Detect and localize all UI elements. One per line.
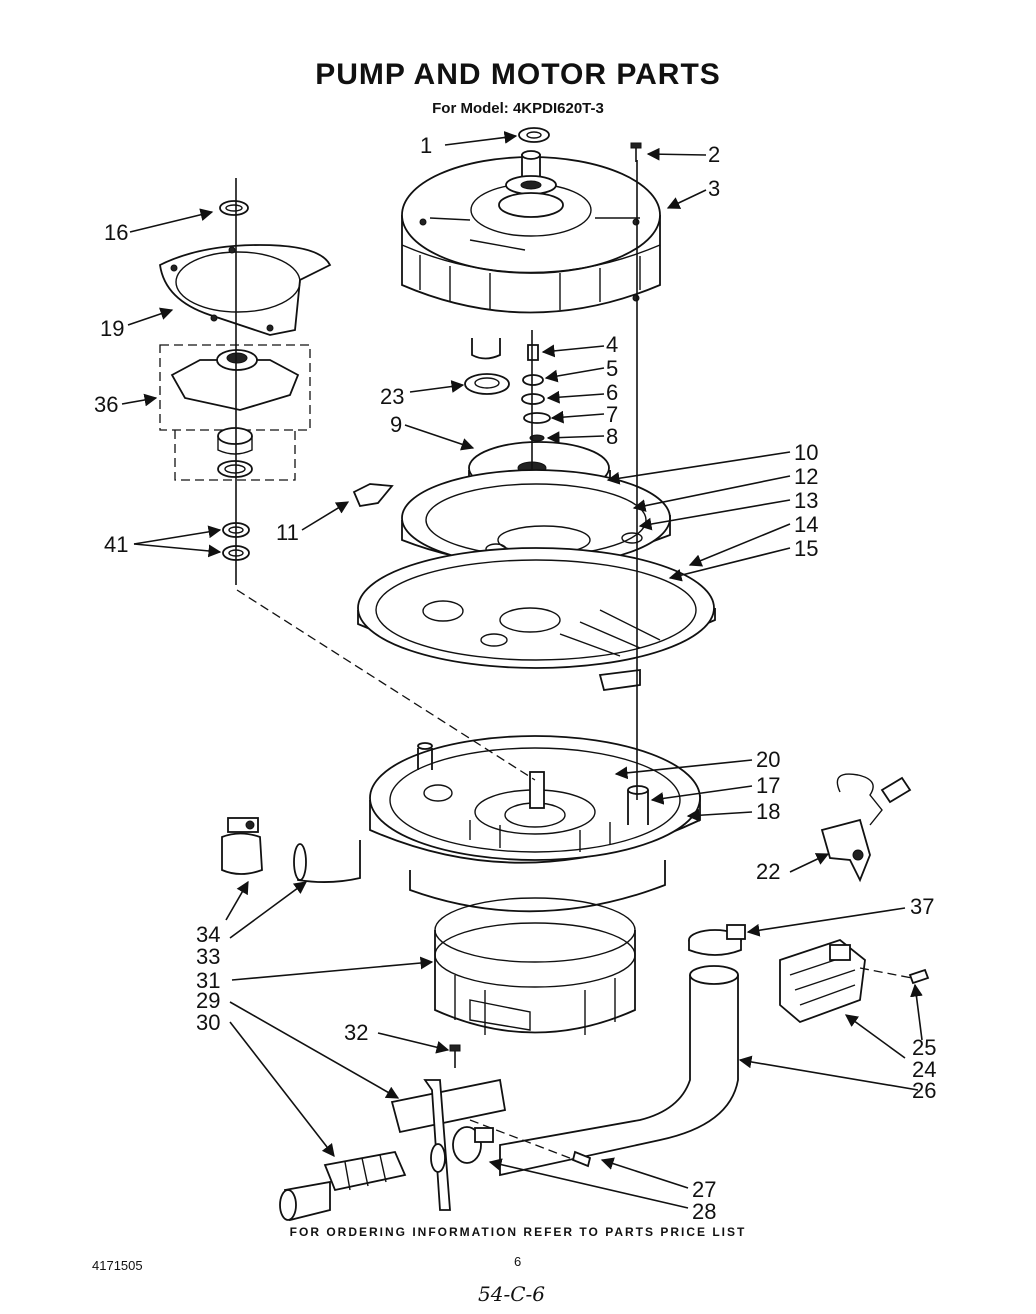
lower-housing-parts-17-18-20 bbox=[369, 735, 701, 864]
document-number: 4171505 bbox=[92, 1258, 143, 1273]
callout-13: 13 bbox=[794, 488, 818, 513]
inlet-tube-part-33 bbox=[293, 840, 361, 883]
callout-25: 25 bbox=[912, 1035, 936, 1060]
callout-28: 28 bbox=[692, 1199, 716, 1224]
callout-7: 7 bbox=[606, 402, 618, 427]
seal-part-23 bbox=[464, 373, 510, 395]
screw-dashline bbox=[469, 1119, 576, 1161]
callout-37: 37 bbox=[910, 894, 934, 919]
callout-5: 5 bbox=[606, 356, 618, 381]
gasket-part-19 bbox=[159, 244, 332, 336]
callout-26: 26 bbox=[912, 1078, 936, 1103]
callout-12: 12 bbox=[794, 464, 818, 489]
callout-labels: 1 2 3 4 5 6 7 8 9 10 11 12 13 14 15 16 1… bbox=[94, 133, 936, 1224]
screw-part-27 bbox=[571, 1150, 592, 1168]
callout-24: 24 bbox=[912, 1057, 936, 1082]
bracket-part-29 bbox=[390, 1078, 507, 1211]
clamp-part-34 bbox=[221, 817, 263, 875]
seal-part-16 bbox=[219, 200, 249, 216]
callout-41: 41 bbox=[104, 532, 128, 557]
leader-lines bbox=[121, 131, 923, 1209]
callout-27: 27 bbox=[692, 1177, 716, 1202]
model-subtitle: For Model: 4KPDI620T-3 bbox=[432, 100, 604, 117]
switch-part-22 bbox=[820, 773, 912, 883]
screw-part-2 bbox=[630, 142, 642, 162]
callout-23: 23 bbox=[380, 384, 404, 409]
page-title: PUMP AND MOTOR PARTS bbox=[315, 58, 721, 91]
shaft-assembly bbox=[498, 150, 564, 218]
callout-2: 2 bbox=[708, 142, 720, 167]
handwritten-note: 54-C-6 bbox=[478, 1282, 545, 1306]
clip-part-11 bbox=[352, 483, 394, 508]
motor-part-31 bbox=[409, 860, 666, 1035]
clamp-part-28 bbox=[452, 1126, 494, 1164]
screw-part-32 bbox=[449, 1044, 461, 1068]
callout-11: 11 bbox=[276, 520, 299, 545]
seal-ring-part-1 bbox=[518, 127, 550, 143]
callout-6: 6 bbox=[606, 380, 618, 405]
callout-22: 22 bbox=[756, 859, 780, 884]
page-number: 6 bbox=[514, 1254, 522, 1269]
clamp-part-37 bbox=[688, 924, 746, 956]
callout-34: 34 bbox=[196, 922, 220, 947]
fastener-stack-parts-4-8 bbox=[521, 344, 551, 442]
callout-32: 32 bbox=[344, 1020, 368, 1045]
screw-part-25 bbox=[908, 968, 930, 985]
callout-30: 30 bbox=[196, 1010, 220, 1035]
callout-17: 17 bbox=[756, 773, 780, 798]
callout-3: 3 bbox=[708, 176, 720, 201]
ordering-note: FOR ORDERING INFORMATION REFER TO PARTS … bbox=[289, 1225, 747, 1239]
callout-4: 4 bbox=[606, 332, 618, 357]
callout-14: 14 bbox=[794, 512, 818, 537]
callout-8: 8 bbox=[606, 424, 618, 449]
callout-10: 10 bbox=[794, 440, 818, 465]
callout-20: 20 bbox=[756, 747, 780, 772]
callout-29: 29 bbox=[196, 988, 220, 1013]
fitting-part-30 bbox=[279, 1150, 407, 1222]
left-assembly-dashline bbox=[236, 589, 536, 781]
callout-15: 15 bbox=[794, 536, 818, 561]
callout-36: 36 bbox=[94, 392, 118, 417]
callout-16: 16 bbox=[104, 220, 128, 245]
heater-screw-dashline bbox=[859, 967, 913, 979]
seal-kit-part-36 bbox=[159, 344, 311, 481]
callout-18: 18 bbox=[756, 799, 780, 824]
callout-1: 1 bbox=[420, 133, 432, 158]
base-plate-part-14 bbox=[357, 547, 716, 692]
callout-31: 31 bbox=[196, 968, 220, 993]
callout-19: 19 bbox=[100, 316, 124, 341]
callout-9: 9 bbox=[390, 412, 402, 437]
heater-part-24 bbox=[779, 938, 866, 1024]
callout-33: 33 bbox=[196, 944, 220, 969]
